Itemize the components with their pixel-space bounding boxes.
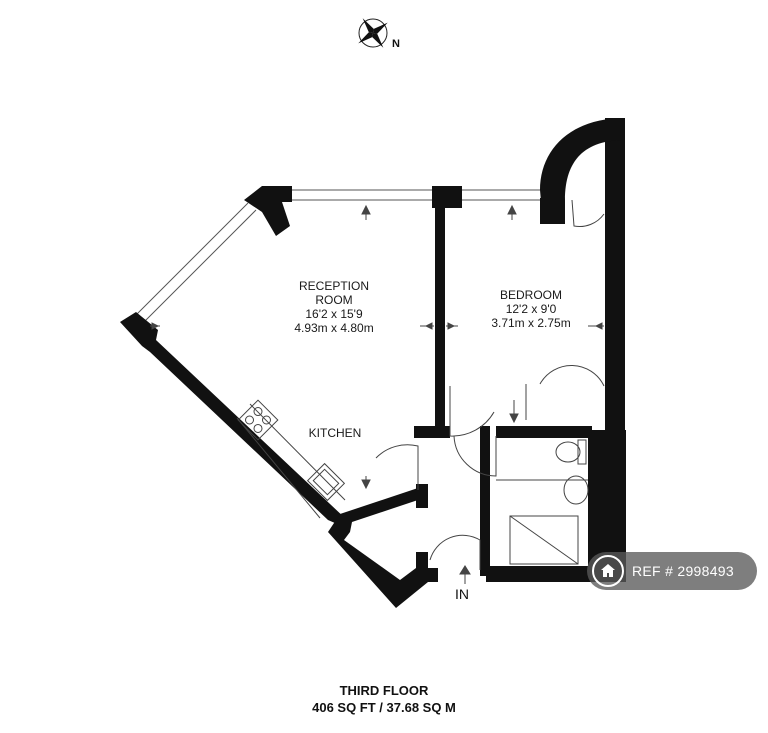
kitchen-name: KITCHEN: [308, 426, 362, 440]
reception-name-line1: RECEPTION: [298, 279, 369, 293]
reference-text: REF # 2998493: [632, 563, 734, 579]
reception-name-line2: ROOM: [315, 293, 353, 307]
walls: [120, 118, 626, 608]
floor-name: THIRD FLOOR: [339, 683, 429, 698]
windows: [135, 189, 540, 323]
footer: THIRD FLOOR 406 SQ FT / 37.68 SQ M: [0, 682, 768, 716]
reception-metric: 4.93m x 4.80m: [294, 321, 374, 335]
kitchen-label: KITCHEN: [298, 426, 372, 440]
interior-lines: [150, 199, 605, 584]
entrance-label: IN: [455, 586, 469, 602]
bedroom-metric: 3.71m x 2.75m: [491, 316, 571, 330]
reception-room-label: RECEPTION ROOM 16'2 x 15'9 4.93m x 4.80m: [282, 279, 386, 335]
compass-icon: [358, 18, 388, 48]
compass-north-label: N: [392, 38, 400, 50]
floor-area: 406 SQ FT / 37.68 SQ M: [312, 700, 456, 715]
bedroom-imperial: 12'2 x 9'0: [505, 302, 557, 316]
bedroom-label: BEDROOM 12'2 x 9'0 3.71m x 2.75m: [476, 288, 586, 330]
bedroom-name: BEDROOM: [499, 288, 562, 302]
reception-imperial: 16'2 x 15'9: [305, 307, 363, 321]
home-icon: [592, 555, 624, 587]
reference-badge: REF # 2998493: [587, 552, 757, 590]
